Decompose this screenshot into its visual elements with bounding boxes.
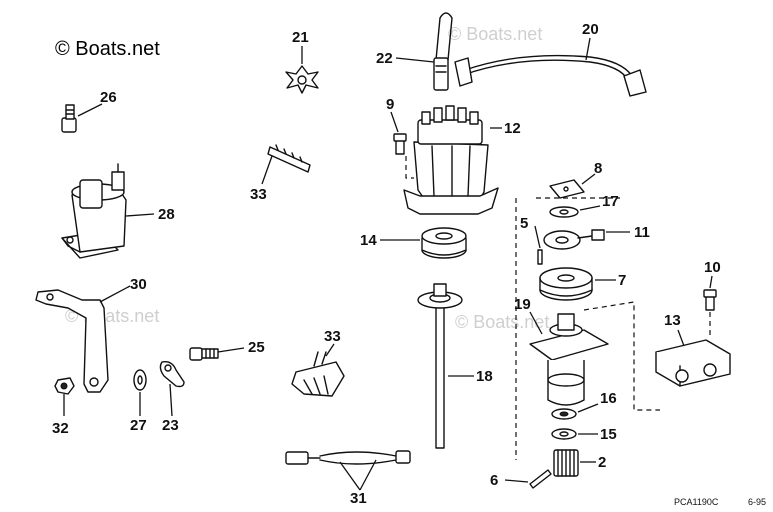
callout-17: 17 [602, 193, 619, 210]
part-21-star-clip [285, 65, 319, 94]
part-18-distributor-shaft [417, 283, 463, 449]
callout-9: 9 [386, 96, 394, 113]
callout-12: 12 [504, 120, 521, 137]
part-31-wire-harness [285, 450, 411, 465]
callout-6: 6 [490, 472, 498, 489]
part-25-screw [189, 347, 219, 361]
watermark-main: © Boats.net [55, 38, 160, 60]
part-16-washer [551, 408, 577, 420]
callout-labels: 2 5 6 7 8 9 10 11 12 13 14 15 16 17 18 1… [52, 21, 721, 507]
diagram-ref-code: PCA1190C [674, 497, 719, 507]
callout-7: 7 [618, 272, 626, 289]
part-30-bracket [35, 289, 109, 393]
part-5-pin [537, 249, 543, 265]
part-12-distributor-cap [403, 105, 499, 215]
part-7-pole-piece [539, 267, 593, 301]
callout-16: 16 [600, 390, 617, 407]
callout-26: 26 [100, 89, 117, 106]
callout-18: 18 [476, 368, 493, 385]
part-22-coil-wire [433, 12, 453, 91]
callout-21: 21 [292, 29, 309, 46]
watermark-faint-mid: © Boats.net [455, 312, 549, 332]
diagram-date-code: 6-95 [748, 497, 766, 507]
part-13-ignition-module [655, 339, 731, 387]
callout-5: 5 [520, 215, 528, 232]
part-20-spark-plug-wire [454, 54, 647, 97]
callout-23: 23 [162, 417, 179, 434]
part-14-rotor [421, 227, 467, 259]
callout-31: 31 [350, 490, 367, 507]
callout-27: 27 [130, 417, 147, 434]
part-28-ignition-coil [61, 163, 127, 259]
callout-32: 32 [52, 420, 69, 437]
callout-19: 19 [514, 296, 531, 313]
watermark-faint-top: © Boats.net [448, 24, 542, 44]
part-8-clip [549, 179, 585, 199]
callout-2: 2 [598, 454, 606, 471]
part-32-nut [54, 377, 75, 395]
callout-8: 8 [594, 160, 602, 177]
assembly-dashed-lines [405, 156, 711, 460]
callout-33-bottom: 33 [324, 328, 341, 345]
callout-13: 13 [664, 312, 681, 329]
callout-15: 15 [600, 426, 617, 443]
part-15-washer [551, 428, 577, 440]
part-2-drive-gear [553, 449, 579, 477]
callout-14: 14 [360, 232, 377, 249]
part-27-washer [133, 369, 147, 391]
part-33-connector-bottom [291, 351, 345, 397]
leader-lines [63, 37, 713, 491]
part-26-bolt [61, 104, 77, 133]
part-9-screw [393, 133, 407, 155]
callout-20: 20 [582, 21, 599, 38]
callout-30: 30 [130, 276, 147, 293]
part-10-screw [703, 289, 717, 311]
part-19-distributor-housing [529, 313, 609, 406]
callout-25: 25 [248, 339, 265, 356]
callout-11: 11 [634, 224, 650, 241]
part-23-terminal [159, 360, 185, 388]
part-11-pickup-coil [543, 229, 605, 250]
part-33-terminal-strip-top [267, 144, 311, 173]
callout-28: 28 [158, 206, 175, 223]
callout-33-top: 33 [250, 186, 267, 203]
part-17-washer [549, 206, 579, 218]
callout-10: 10 [704, 259, 721, 276]
callout-22: 22 [376, 50, 393, 67]
part-6-roll-pin [529, 469, 552, 489]
